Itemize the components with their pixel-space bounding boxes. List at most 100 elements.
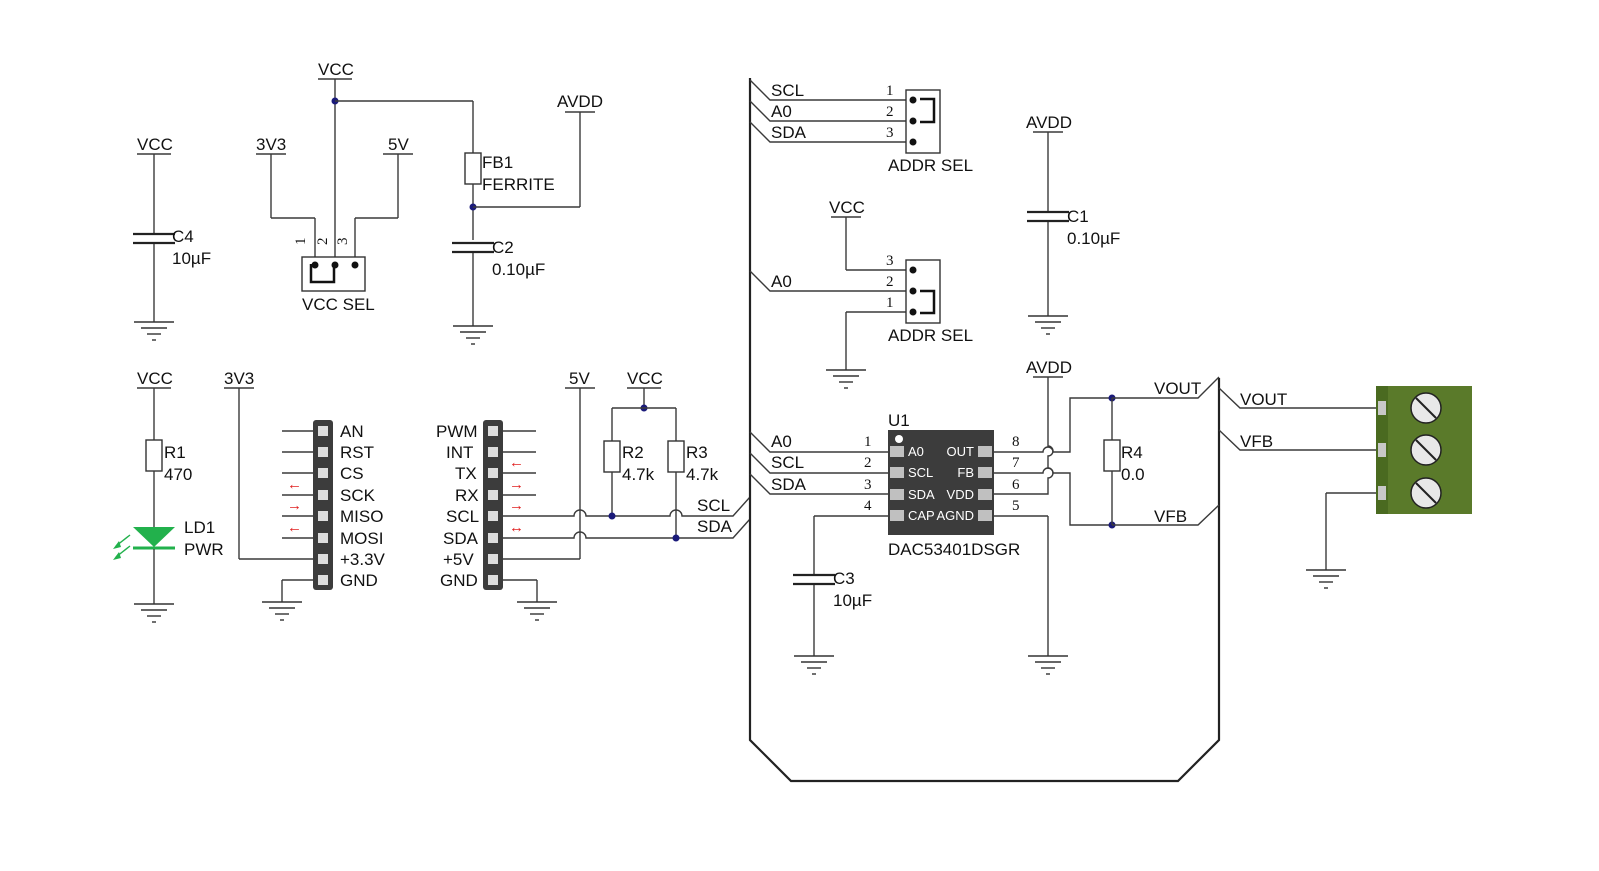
vcc-sel-label: VCC SEL [302, 295, 375, 314]
c4-value: 10µF [172, 249, 211, 268]
chip-pin-name: CAP [908, 508, 935, 523]
addr-top-pin: 2 [886, 104, 894, 120]
ground-symbol [133, 321, 175, 341]
c1-value: 0.10µF [1067, 229, 1120, 248]
v3v3-label-sel: 3V3 [256, 135, 286, 154]
addr-bottom-pin: 2 [886, 274, 894, 290]
header-right-label: +5V [443, 550, 474, 569]
v5v-label-pullup: 5V [569, 369, 590, 388]
vcc-label-addr: VCC [829, 198, 865, 217]
chip-pin-num: 5 [1012, 498, 1020, 514]
chip-pin-num: 2 [864, 455, 872, 471]
r2-value: 4.7k [622, 465, 655, 484]
fb1-ref: FB1 [482, 153, 513, 172]
v5v-label-sel: 5V [388, 135, 409, 154]
vcc-sel-jumper: VCC 3V3 5V 1 2 3 VCC SEL [256, 60, 473, 314]
chip-net-a0: A0 [771, 432, 792, 451]
ground-symbol [1027, 315, 1069, 335]
chip-pin-num: 6 [1012, 477, 1020, 493]
addr-bottom-pin: 3 [886, 253, 894, 269]
addr-top-net-label: SCL [771, 81, 804, 100]
c3-ref: C3 [833, 569, 855, 588]
header-right-label: SDA [443, 529, 479, 548]
header-left-label: GND [340, 571, 378, 590]
mikrobus-header-right: PWM INT TX RX SCL SDA +5V GND ← → → ↔ [436, 420, 580, 621]
c4-ref: C4 [172, 227, 194, 246]
chip-net-sda: SDA [771, 475, 807, 494]
vcc-sel-pin-3: 3 [335, 238, 351, 246]
header-right-label: PWM [436, 422, 478, 441]
c1-ref: C1 [1067, 207, 1089, 226]
header-right-label: GND [440, 571, 478, 590]
ground-symbol [516, 601, 558, 621]
chip-pin-num: 7 [1012, 455, 1020, 471]
arrow-left-icon: ← [287, 476, 302, 493]
chip-pin-name: A0 [908, 444, 924, 459]
r3-value: 4.7k [686, 465, 719, 484]
ground-symbol [793, 655, 835, 675]
vcc-label-pullup: VCC [627, 369, 663, 388]
header-right-label: RX [455, 486, 479, 505]
chip-net-scl: SCL [771, 453, 804, 472]
r4-ref: R4 [1121, 443, 1143, 462]
output-terminal: VOUT VFB [1218, 386, 1472, 589]
power-led-block: VCC R1 470 LD1 PWR [113, 369, 224, 623]
v3v3-label-header: 3V3 [224, 369, 254, 388]
addr-sel-bottom-label: ADDR SEL [888, 326, 973, 345]
addr-bottom-net-label: A0 [771, 272, 792, 291]
r1-ref: R1 [164, 443, 186, 462]
vcc-sel-pin-2: 2 [315, 238, 331, 246]
c2-ref: C2 [492, 238, 514, 257]
vcc-sel-pin-1: 1 [293, 238, 309, 246]
ground-symbol [825, 369, 867, 389]
vcc-label-led: VCC [137, 369, 173, 388]
arrow-right-icon: → [509, 476, 524, 493]
header-left-label: SCK [340, 486, 376, 505]
ld1-value: PWR [184, 540, 224, 559]
u1-ref: U1 [888, 411, 910, 430]
vfb-label-chip: VFB [1154, 507, 1187, 526]
avdd-label-ferrite: AVDD [557, 92, 603, 111]
addr-sel-bottom-jumper: VCC A0 3 2 1 ADDR SEL [749, 198, 973, 389]
r4-value: 0.0 [1121, 465, 1145, 484]
ground-symbol [1027, 655, 1069, 675]
addr-top-pin: 3 [886, 125, 894, 141]
c2-value: 0.10µF [492, 260, 545, 279]
vcc-label-top: VCC [318, 60, 354, 79]
chip-pin-num: 3 [864, 477, 872, 493]
header-left-label: CS [340, 464, 364, 483]
chip-pin-name: SDA [908, 487, 935, 502]
arrow-right-icon: → [509, 497, 524, 514]
r2-ref: R2 [622, 443, 644, 462]
ferrite-block: AVDD FB1 FERRITE C2 0.10µF [452, 92, 603, 345]
dac-chip-u1: U1 A0 SCL SDA C3 10µF 1 2 3 4 A0 SCL SDA… [749, 358, 1220, 675]
chip-pin-num: 8 [1012, 434, 1020, 450]
addr-sel-top-jumper: SCL A0 SDA 1 2 3 ADDR SEL [749, 79, 973, 175]
chip-pin-name: VDD [947, 487, 974, 502]
signal-bus-outline [748, 78, 1221, 783]
addr-sel-top-label: ADDR SEL [888, 156, 973, 175]
vout-label-chip: VOUT [1154, 379, 1201, 398]
addr-top-net-label: SDA [771, 123, 807, 142]
chip-pin-name: OUT [947, 444, 975, 459]
u1-part-number: DAC53401DSGR [888, 540, 1020, 559]
fb1-value: FERRITE [482, 175, 555, 194]
r1-value: 470 [164, 465, 192, 484]
chip-pin-name: AGND [936, 508, 974, 523]
chip-pin-num: 4 [864, 498, 872, 514]
header-left-label: RST [340, 443, 374, 462]
arrow-left-icon: ← [509, 454, 524, 471]
header-left-label: +3.3V [340, 550, 386, 569]
ld1-ref: LD1 [184, 518, 215, 537]
led-icon [133, 527, 175, 547]
r3-ref: R3 [686, 443, 708, 462]
chip-pin-name: FB [957, 465, 974, 480]
scl-bus-label: SCL [697, 496, 730, 515]
avdd-label-chip: AVDD [1026, 358, 1072, 377]
header-left-label: MOSI [340, 529, 383, 548]
vfb-label-out: VFB [1240, 432, 1273, 451]
i2c-pullup-block: 5V VCC R2 4.7k R3 4.7k SCL SDA [503, 369, 751, 559]
ground-symbol [452, 325, 494, 345]
arrow-left-icon: ← [287, 519, 302, 536]
